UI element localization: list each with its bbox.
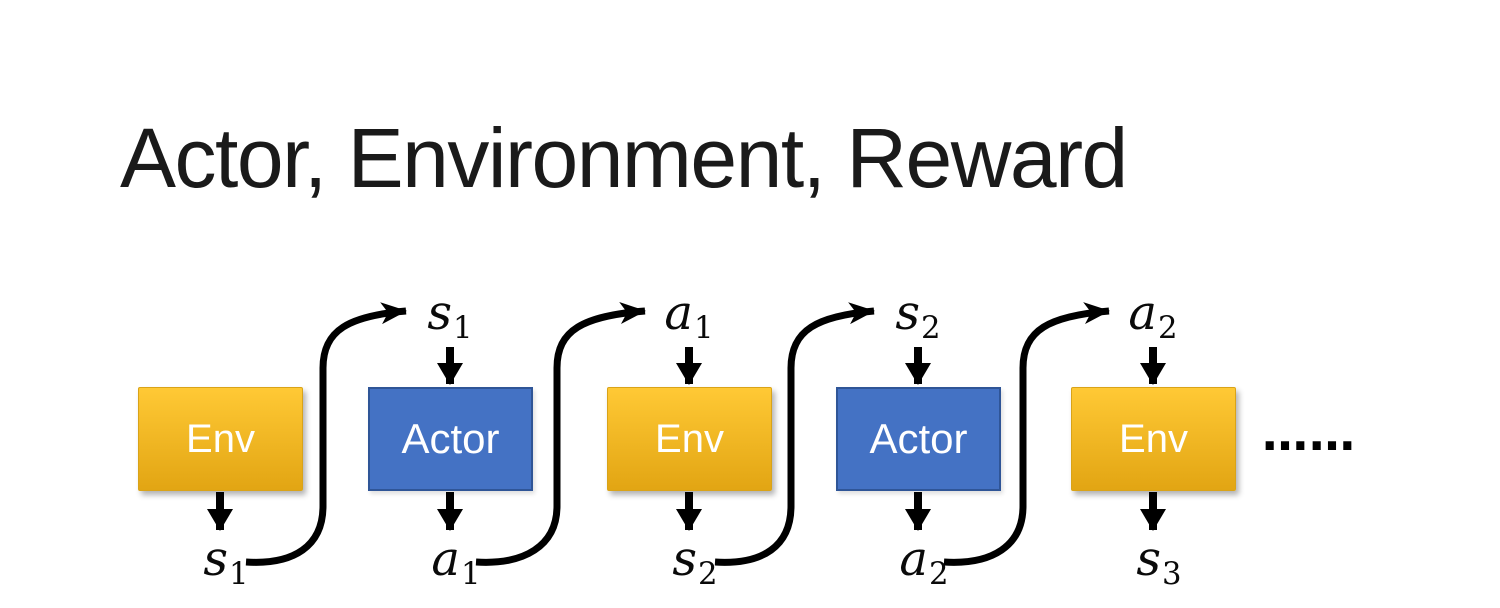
label-s1-top: s1 — [427, 285, 473, 346]
label-s2-top: s2 — [895, 285, 941, 346]
label-s3-bottom: s3 — [1136, 531, 1182, 592]
label-s1-bottom: s1 — [203, 531, 249, 592]
env-box-1-label: Env — [186, 416, 255, 461]
env-box-2-label: Env — [655, 416, 724, 461]
label-a1-bottom: a1 — [431, 531, 481, 592]
actor-box-2-label: Actor — [869, 415, 968, 462]
env-box-1: Env — [138, 387, 303, 491]
label-a1-top: a1 — [664, 285, 714, 346]
label-a2-bottom: a2 — [899, 531, 949, 592]
env-box-3: Env — [1071, 387, 1236, 491]
env-box-3-label: Env — [1119, 416, 1188, 461]
actor-box-2: Actor — [836, 387, 1001, 491]
continuation-ellipsis: …… — [1262, 407, 1356, 461]
actor-box-1: Actor — [368, 387, 533, 491]
actor-box-1-label: Actor — [401, 415, 500, 462]
label-s2-bottom: s2 — [672, 531, 718, 592]
env-box-2: Env — [607, 387, 772, 491]
slide-title: Actor, Environment, Reward — [120, 111, 1128, 205]
label-a2-top: a2 — [1128, 285, 1178, 346]
